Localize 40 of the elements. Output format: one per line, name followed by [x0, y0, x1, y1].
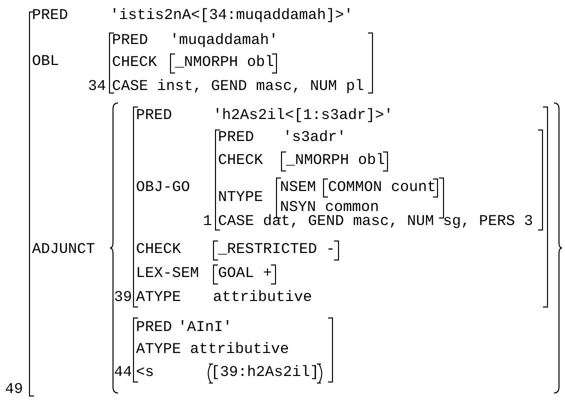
feature-name: PRED	[136, 319, 172, 337]
feature-name: PRED	[136, 107, 172, 125]
feature-name: NSEM	[280, 179, 316, 197]
feature-name: PRED	[218, 129, 254, 147]
feature-name: <s	[136, 364, 154, 382]
feature-value: 'muqaddamah'	[170, 32, 278, 50]
feature-name: PRED	[112, 32, 148, 50]
feature-value: 'istis2nA<[34:muqaddamah]>'	[110, 7, 354, 25]
feature-value: 'AInI'	[178, 319, 232, 337]
feature-name: NSYN	[280, 199, 316, 216]
feature-value: 'h2As2il<[1:s3adr]>'	[213, 107, 394, 125]
feature-name: OBL	[32, 53, 60, 71]
feature-name: LEX-SEM	[136, 265, 200, 283]
feature-value: CASE dat, GEND masc, NUM sg, PERS 3	[218, 213, 534, 231]
index-number: 44	[114, 364, 132, 382]
feature-name: ADJUNCT	[32, 241, 96, 259]
feature-value: COMMON count	[328, 179, 436, 197]
feature-value: [39:h2As2il]	[211, 364, 320, 382]
feature-name: CHECK	[112, 54, 158, 72]
feature-name: NTYPE	[218, 189, 264, 207]
feature-value: _NMORPH obl	[175, 54, 274, 72]
index-number: 34	[88, 78, 106, 96]
index-number: 49	[5, 381, 24, 399]
feature-matrix	[213, 265, 276, 284]
feature-value: _RESTRICTED -	[218, 241, 336, 259]
feature-value: attributive	[213, 289, 312, 307]
feature-value: CASE inst, GEND masc, NUM pl	[112, 78, 364, 96]
feature-name: OBJ-GO	[136, 179, 190, 197]
feature-value: 's3adr'	[283, 129, 346, 147]
index-number: 1	[203, 213, 212, 231]
feature-value: attributive	[190, 341, 290, 359]
feature-name: ATYPE	[136, 341, 182, 359]
feature-name: CHECK	[136, 241, 182, 259]
feature-value: _NMORPH obl	[286, 152, 386, 170]
feature-name: PRED	[32, 7, 68, 25]
feature-value: common	[325, 199, 380, 216]
feature-name: ATYPE	[136, 289, 182, 307]
feature-name: CHECK	[218, 152, 264, 170]
feature-value: GOAL +	[218, 265, 272, 283]
index-number: 39	[114, 289, 132, 307]
